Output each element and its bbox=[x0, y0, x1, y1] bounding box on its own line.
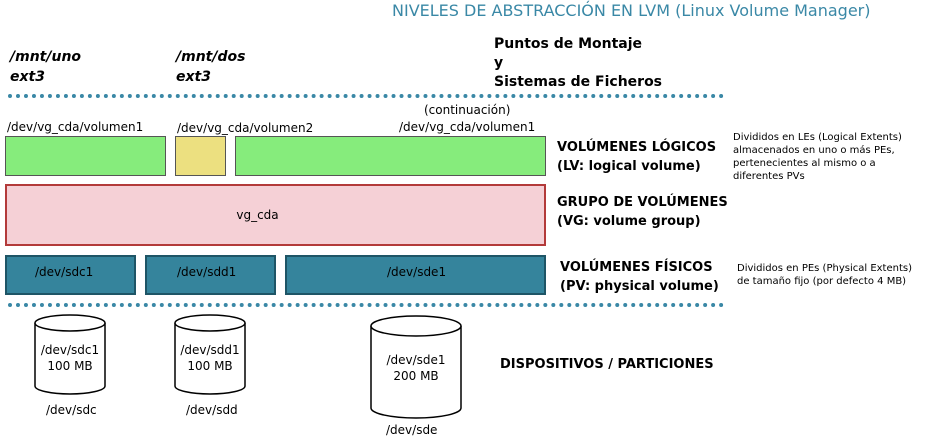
continuation-label: (continuación) bbox=[424, 103, 511, 117]
vg-heading-line2: (VG: volume group) bbox=[557, 214, 701, 229]
mount-heading-line1: Puntos de Montaje bbox=[494, 36, 643, 52]
lv-note-line: almacenados en uno o más PEs, bbox=[733, 145, 895, 156]
mount-point-label: /mnt/uno bbox=[10, 49, 82, 65]
pv-heading-line2: (PV: physical volume) bbox=[560, 279, 719, 294]
pv-heading: VOLÚMENES FÍSICOS (PV: physical volume) bbox=[560, 258, 719, 296]
separator-bottom bbox=[8, 303, 724, 307]
disk-cylinder-icon bbox=[174, 314, 246, 395]
lv-note: Divididos en LEs (Logical Extents) almac… bbox=[733, 131, 902, 183]
lv-path-3: /dev/vg_cda/volumen1 bbox=[399, 120, 536, 134]
mount-heading-line3: Sistemas de Ficheros bbox=[494, 74, 663, 90]
lv-path-1: /dev/vg_cda/volumen1 bbox=[7, 120, 144, 134]
mount-heading: Puntos de Montaje y Sistemas de Ficheros bbox=[494, 35, 662, 92]
disk-size-label: 100 MB bbox=[187, 359, 233, 373]
vg-label: vg_cda bbox=[236, 208, 279, 222]
disk-sde: /dev/sde1 200 MB bbox=[370, 314, 462, 420]
disk-partition-label: /dev/sde1 bbox=[386, 353, 446, 367]
pv-label: /dev/sdd1 bbox=[177, 265, 237, 279]
disk-cylinder-icon bbox=[34, 314, 106, 395]
mount-heading-line2: y bbox=[494, 55, 504, 71]
pv-note: Divididos en PEs (Physical Extents) de t… bbox=[737, 262, 912, 288]
mount-point-label: /mnt/dos bbox=[176, 49, 246, 65]
lv-path-2: /dev/vg_cda/volumen2 bbox=[177, 121, 314, 135]
physical-volume-sdd1: /dev/sdd1 bbox=[145, 255, 276, 295]
logical-volume-2 bbox=[175, 136, 226, 176]
device-sdc-label: /dev/sdc bbox=[46, 403, 97, 417]
diagram-title: NIVELES DE ABSTRACCIÓN EN LVM (Linux Vol… bbox=[392, 1, 871, 20]
disk-partition-label: /dev/sdd1 bbox=[180, 343, 240, 357]
lv-heading-line2: (LV: logical volume) bbox=[557, 159, 701, 174]
volume-group: vg_cda bbox=[5, 184, 546, 246]
vg-heading: GRUPO DE VOLÚMENES (VG: volume group) bbox=[557, 193, 728, 231]
physical-volume-sdc1: /dev/sdc1 bbox=[5, 255, 136, 295]
mount-dos: /mnt/dos ext3 bbox=[176, 47, 245, 87]
pv-note-line: de tamaño fijo (por defecto 4 MB) bbox=[737, 276, 907, 287]
disk-cylinder-icon bbox=[370, 315, 462, 419]
pv-label: /dev/sde1 bbox=[387, 265, 447, 279]
lv-heading: VOLÚMENES LÓGICOS (LV: logical volume) bbox=[557, 138, 716, 176]
physical-volume-sde1: /dev/sde1 bbox=[285, 255, 546, 295]
pv-label: /dev/sdc1 bbox=[35, 265, 94, 279]
pv-heading-line1: VOLÚMENES FÍSICOS bbox=[560, 260, 713, 275]
device-sdd-label: /dev/sdd bbox=[186, 403, 238, 417]
disk-sdd: /dev/sdd1 100 MB bbox=[174, 314, 246, 396]
disk-sdc: /dev/sdc1 100 MB bbox=[34, 314, 106, 396]
lv-note-line: Divididos en LEs (Logical Extents) bbox=[733, 132, 902, 143]
disk-partition-label: /dev/sdc1 bbox=[40, 343, 100, 357]
device-sde-label: /dev/sde bbox=[386, 423, 438, 437]
vg-heading-line1: GRUPO DE VOLÚMENES bbox=[557, 195, 728, 210]
lv-note-line: pertenecientes al mismo o a bbox=[733, 158, 876, 169]
filesystem-label: ext3 bbox=[176, 69, 211, 85]
logical-volume-1 bbox=[5, 136, 166, 176]
mount-uno: /mnt/uno ext3 bbox=[10, 47, 81, 87]
lv-heading-line1: VOLÚMENES LÓGICOS bbox=[557, 140, 717, 155]
disk-size-label: 200 MB bbox=[393, 369, 439, 383]
lv-note-line: diferentes PVs bbox=[733, 171, 805, 182]
pv-note-line: Divididos en PEs (Physical Extents) bbox=[737, 263, 912, 274]
separator-top bbox=[8, 94, 724, 98]
devices-heading: DISPOSITIVOS / PARTICIONES bbox=[500, 357, 714, 372]
logical-volume-1-continuation bbox=[235, 136, 546, 176]
disk-size-label: 100 MB bbox=[47, 359, 93, 373]
filesystem-label: ext3 bbox=[10, 69, 45, 85]
